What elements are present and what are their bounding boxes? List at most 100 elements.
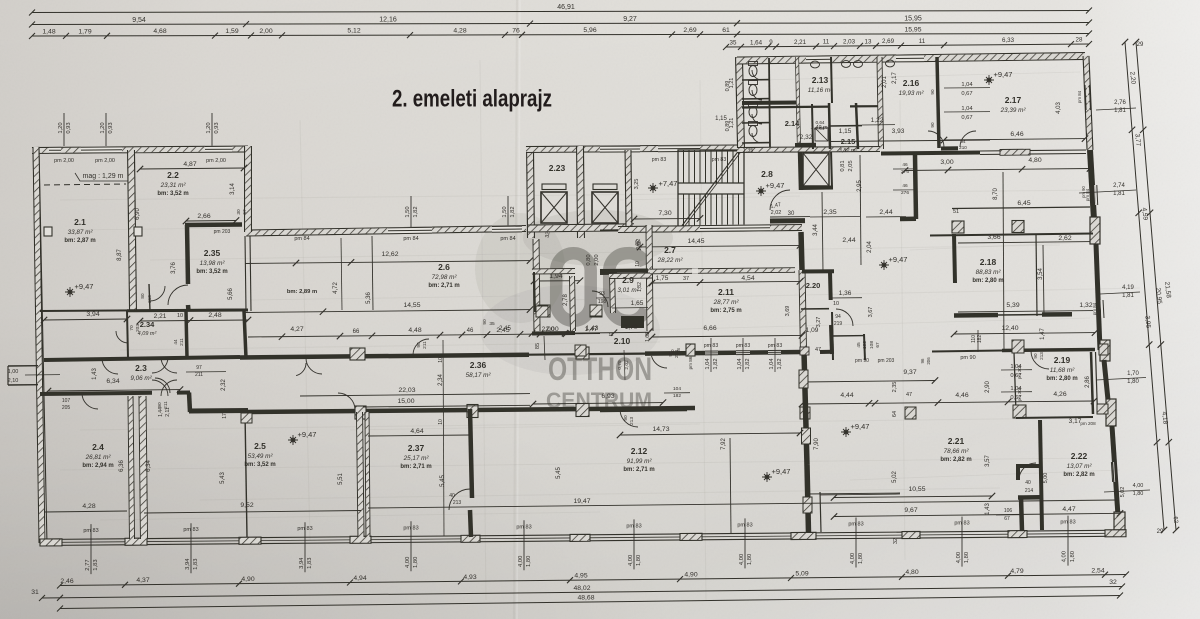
svg-text:1,04: 1,04 (1010, 364, 1022, 370)
svg-text:15,00: 15,00 (397, 398, 414, 405)
svg-text:2.12: 2.12 (631, 446, 648, 456)
svg-text:85: 85 (535, 343, 541, 349)
svg-text:2.35: 2.35 (204, 248, 221, 258)
svg-text:23,31 m²: 23,31 m² (160, 182, 187, 189)
svg-text:3,66: 3,66 (987, 234, 1000, 241)
svg-text:1,36: 1,36 (839, 290, 852, 297)
svg-text:2.9: 2.9 (622, 275, 634, 285)
svg-text:pm 83: pm 83 (712, 157, 727, 163)
svg-text:12,40: 12,40 (1001, 325, 1018, 332)
svg-text:0,80: 0,80 (586, 254, 592, 265)
svg-text:66: 66 (353, 329, 360, 335)
svg-text:0,93: 0,93 (66, 122, 72, 133)
svg-text:+9,47: +9,47 (298, 430, 317, 439)
svg-text:3,57: 3,57 (985, 455, 991, 467)
svg-text:5,45: 5,45 (556, 467, 562, 479)
svg-text:12,16: 12,16 (379, 16, 397, 23)
svg-text:3,14: 3,14 (230, 183, 236, 195)
svg-text:206: 206 (926, 357, 931, 365)
svg-text:1,04: 1,04 (737, 358, 743, 370)
svg-text:3,01 m²: 3,01 m² (617, 287, 639, 294)
svg-text:1,09: 1,09 (806, 327, 819, 334)
svg-text:5,00: 5,00 (1043, 473, 1049, 484)
svg-text:+7,47: +7,47 (659, 179, 678, 188)
svg-text:1,80: 1,80 (858, 553, 864, 564)
svg-text:0,67: 0,67 (1010, 395, 1021, 401)
svg-text:pm 84: pm 84 (500, 236, 515, 242)
svg-text:10: 10 (438, 357, 444, 363)
svg-text:33,87 m²: 33,87 m² (68, 229, 94, 236)
svg-text:211: 211 (422, 341, 428, 349)
svg-text:2.4: 2.4 (92, 442, 104, 452)
svg-text:6,33: 6,33 (1002, 37, 1015, 44)
svg-text:2,02: 2,02 (624, 360, 630, 370)
svg-text:2,45: 2,45 (499, 326, 511, 332)
svg-text:2,03: 2,03 (843, 39, 856, 46)
svg-text:0,67: 0,67 (961, 115, 972, 121)
svg-text:11,16 m²: 11,16 m² (808, 87, 833, 94)
svg-text:58,17 m²: 58,17 m² (466, 372, 492, 379)
svg-text:2,01: 2,01 (882, 76, 888, 88)
svg-text:32: 32 (545, 231, 552, 238)
svg-text:3,77: 3,77 (1133, 133, 1141, 147)
svg-text:4,00: 4,00 (405, 557, 411, 568)
svg-text:35: 35 (489, 321, 495, 327)
svg-text:1,80: 1,80 (1127, 379, 1139, 385)
svg-text:97: 97 (196, 365, 202, 371)
svg-text:213: 213 (629, 417, 635, 425)
svg-text:pm 84: pm 84 (1077, 90, 1082, 103)
svg-text:28,22 m²: 28,22 m² (657, 257, 684, 264)
svg-text:13: 13 (865, 38, 872, 45)
svg-text:1,20: 1,20 (100, 122, 106, 133)
svg-text:4,80: 4,80 (905, 569, 918, 576)
svg-text:46: 46 (902, 162, 908, 168)
svg-text:1,62: 1,62 (637, 241, 643, 251)
svg-text:2,00: 2,00 (594, 254, 600, 265)
svg-text:1,43: 1,43 (985, 503, 991, 515)
svg-text:1,22: 1,22 (871, 117, 884, 124)
svg-text:1,20: 1,20 (58, 122, 64, 133)
svg-text:2,69: 2,69 (683, 27, 696, 34)
svg-text:0,89: 0,89 (725, 121, 731, 132)
svg-text:+9,47: +9,47 (766, 181, 785, 190)
svg-text:11,68 m²: 11,68 m² (1050, 367, 1075, 374)
svg-text:0,89: 0,89 (725, 81, 731, 92)
svg-text:1,80: 1,80 (1133, 491, 1144, 497)
svg-text:2,62: 2,62 (1058, 235, 1071, 242)
svg-text:1,80: 1,80 (526, 556, 532, 567)
svg-text:1,80: 1,80 (747, 554, 753, 565)
svg-text:47: 47 (906, 392, 912, 398)
svg-text:1,15: 1,15 (715, 116, 727, 122)
svg-text:3,95: 3,95 (1143, 315, 1151, 329)
svg-text:2.22: 2.22 (1071, 451, 1088, 461)
svg-text:13,07 m²: 13,07 m² (1067, 463, 1093, 470)
svg-text:3,00: 3,00 (940, 159, 953, 166)
svg-text:2,35: 2,35 (892, 382, 898, 393)
svg-text:7,92: 7,92 (721, 438, 727, 450)
svg-text:6,66: 6,66 (703, 325, 716, 332)
svg-text:62: 62 (1172, 516, 1179, 524)
svg-text:1,04: 1,04 (705, 358, 711, 370)
svg-text:4,46: 4,46 (955, 392, 968, 399)
svg-text:3,94: 3,94 (299, 557, 305, 569)
svg-text:bm: 2,71 m: bm: 2,71 m (428, 283, 459, 289)
svg-text:110: 110 (971, 335, 977, 343)
svg-text:+9,47: +9,47 (994, 70, 1013, 79)
svg-text:32: 32 (893, 538, 899, 544)
svg-text:1,62: 1,62 (636, 239, 642, 250)
svg-text:pm 90: pm 90 (960, 355, 975, 361)
svg-text:35: 35 (730, 39, 737, 46)
svg-text:pm 90: pm 90 (855, 358, 869, 364)
svg-text:1,79: 1,79 (78, 28, 91, 35)
svg-text:182: 182 (673, 393, 681, 399)
svg-text:67: 67 (1004, 516, 1010, 522)
svg-text:276: 276 (901, 169, 909, 175)
svg-text:210: 210 (959, 145, 967, 150)
svg-text:2.17: 2.17 (1005, 95, 1022, 105)
svg-text:2,20: 2,20 (1128, 71, 1136, 85)
svg-text:2,04: 2,04 (816, 126, 825, 131)
svg-text:14,55: 14,55 (403, 302, 420, 309)
svg-text:9,37: 9,37 (903, 369, 916, 376)
svg-text:90: 90 (623, 415, 629, 421)
svg-text:70: 70 (129, 325, 135, 331)
